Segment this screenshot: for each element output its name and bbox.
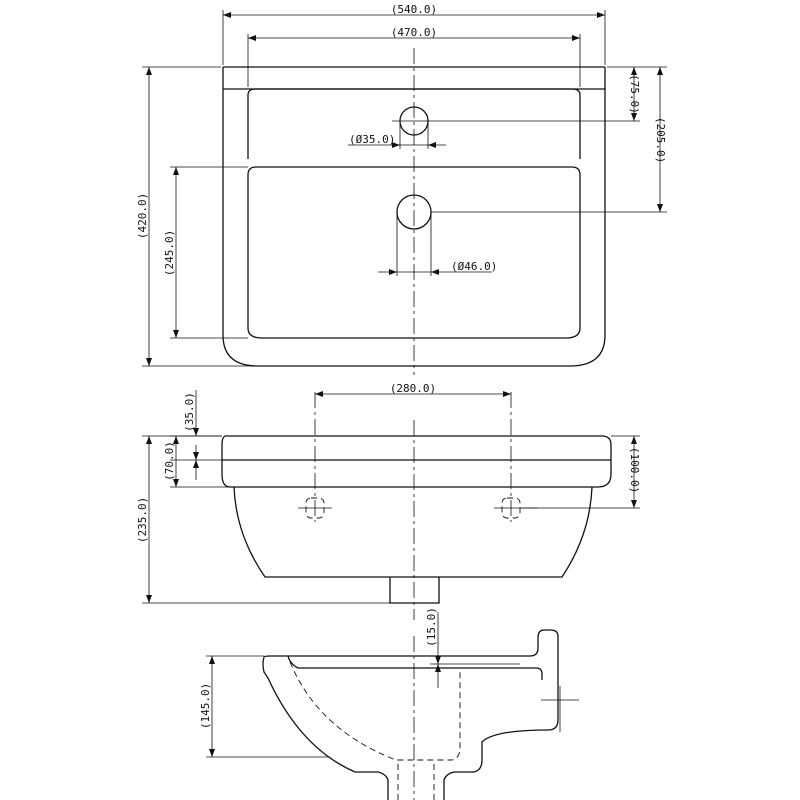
front-rim-outline	[221, 435, 612, 488]
section-view: (15.0) (145.0)	[199, 607, 579, 800]
section-outer-profile	[262, 629, 559, 800]
dim-mount-height: (100.0)	[520, 435, 641, 509]
dim-basin-width-label: (470.0)	[391, 26, 437, 39]
dim-drain: (Ø46.0)	[378, 212, 497, 276]
dim-basin-depth: (245.0)	[163, 166, 248, 339]
dim-tap-hole: (Ø35.0)	[348, 121, 446, 149]
dim-overall-depth: (420.0)	[136, 66, 258, 367]
dim-overall-depth-label: (420.0)	[136, 193, 149, 239]
section-hidden-outlet	[397, 764, 435, 800]
dim-overall-width: (540.0)	[222, 3, 606, 65]
dim-tap-offset: (75.0)	[436, 66, 641, 122]
dim-overall-width-label: (540.0)	[391, 3, 437, 16]
dim-mount-spacing-label: (280.0)	[390, 382, 436, 395]
dim-drain-label: (Ø46.0)	[451, 260, 497, 273]
dim-rim-band: (70.0)	[163, 436, 234, 488]
dim-rim-label: (35.0)	[183, 392, 196, 432]
section-inner-profile	[287, 655, 543, 680]
dim-lip-label: (15.0)	[425, 607, 438, 647]
dim-lip: (15.0)	[425, 607, 520, 688]
plan-view: (540.0) (470.0) (Ø35.0) (Ø46.0)	[136, 3, 667, 375]
dim-overall-height: (235.0)	[136, 435, 390, 604]
dim-drain-offset: (205.0)	[431, 66, 667, 213]
plan-basin-outline	[247, 166, 581, 339]
front-bowl-outline	[233, 486, 593, 578]
section-hidden-bowl	[289, 661, 461, 761]
dim-tap-hole-label: (Ø35.0)	[349, 133, 395, 146]
dim-rim-band-label: (70.0)	[163, 441, 176, 481]
front-view: (280.0) (35.0) (70.0) (100.0)	[136, 382, 641, 620]
front-drain-outlet	[389, 577, 440, 604]
dim-basin-depth-label: (245.0)	[163, 230, 176, 276]
dim-rim: (35.0)	[170, 390, 222, 437]
dim-drain-offset-label: (205.0)	[654, 117, 667, 163]
dim-overall-height-label: (235.0)	[136, 497, 149, 543]
dim-tap-offset-label: (75.0)	[628, 74, 641, 114]
dim-basin-width: (470.0)	[247, 26, 581, 87]
dim-height-label: (145.0)	[199, 683, 212, 729]
dim-mount-height-label: (100.0)	[628, 447, 641, 493]
dim-mount-spacing: (280.0)	[315, 382, 511, 397]
section-crosshair	[541, 686, 579, 732]
dim-height: (145.0)	[199, 655, 330, 758]
